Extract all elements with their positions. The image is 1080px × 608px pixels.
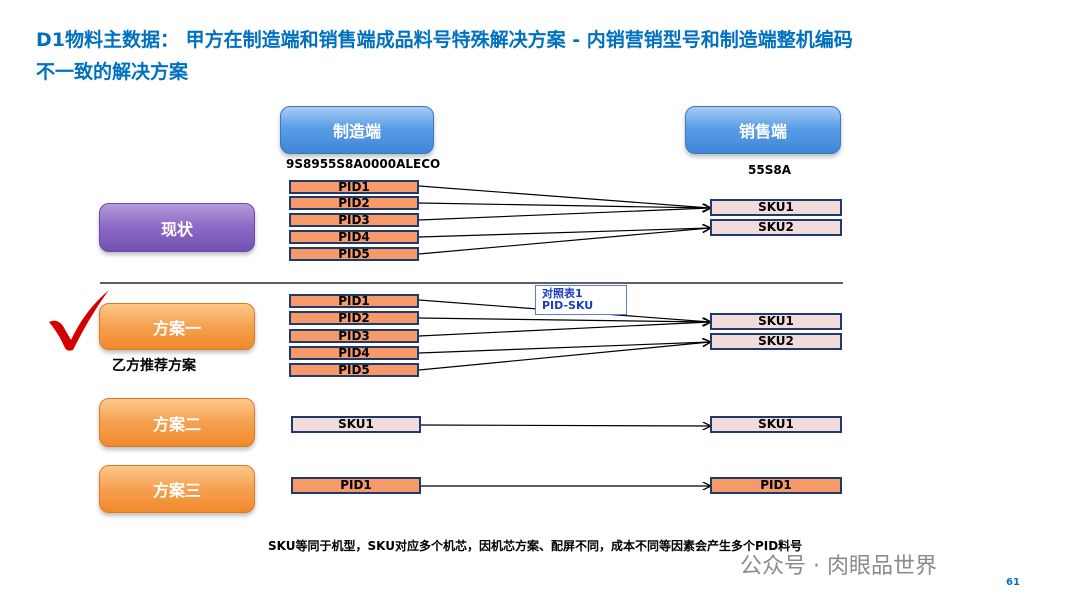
current-state-label: 现状	[99, 203, 255, 252]
plan2-label: 方案二	[99, 398, 255, 447]
plan3-text: 方案三	[152, 481, 201, 500]
sales-header: 销售端	[685, 106, 841, 154]
plan3-left-pid: PID1	[291, 477, 421, 494]
recommend-label: 乙方推荐方案	[112, 358, 196, 374]
check-icon	[49, 290, 109, 351]
plan1-pid3: PID3	[289, 329, 419, 343]
current-pid1: PID1	[289, 180, 419, 194]
plan1-text: 方案一	[152, 318, 201, 338]
sales-code: 55S8A	[748, 163, 791, 177]
current-pid2: PID2	[289, 196, 419, 210]
current-pid4: PID4	[289, 230, 419, 244]
current-pid5: PID5	[289, 247, 419, 261]
current-sku1: SKU1	[710, 199, 842, 216]
mapping-table-subtitle: PID-SKU	[542, 299, 594, 312]
current-pid3: PID3	[289, 213, 419, 227]
manufacturing-header: 制造端	[280, 106, 434, 154]
manufacturing-header-label: 制造端	[332, 122, 381, 141]
mapping-table-title: 对照表1	[542, 287, 583, 300]
mapping-table-note: 对照表1 PID-SKU	[535, 285, 627, 315]
plan3-right-pid: PID1	[710, 477, 842, 494]
plan1-pid1: PID1	[289, 294, 419, 308]
page-number: 61	[1006, 577, 1020, 588]
plan1-pid2: PID2	[289, 311, 419, 325]
manufacturing-code: 9S8955S8A0000ALECO	[286, 157, 441, 171]
current-state-text: 现状	[160, 219, 193, 239]
plan1-sku2: SKU2	[710, 333, 842, 350]
sales-header-label: 销售端	[738, 122, 787, 141]
plan2-right-sku: SKU1	[710, 416, 842, 433]
plan1-sku1: SKU1	[710, 313, 842, 330]
plan2-left-sku: SKU1	[291, 416, 421, 433]
watermark: 公众号 · 肉眼品世界	[740, 554, 937, 579]
plan1-pid4: PID4	[289, 346, 419, 360]
plan3-label: 方案三	[99, 465, 255, 513]
current-sku2: SKU2	[710, 219, 842, 236]
plan2-text: 方案二	[152, 414, 201, 434]
footnote: SKU等同于机型，SKU对应多个机芯，因机芯方案、配屏不同，成本不同等因素会产生…	[268, 539, 803, 553]
plan1-pid5: PID5	[289, 363, 419, 377]
plan1-label: 方案一	[99, 303, 255, 350]
page-title: D1物料主数据： 甲方在制造端和销售端成品料号特殊解决方案 - 内销营销型号和制…	[36, 29, 853, 83]
